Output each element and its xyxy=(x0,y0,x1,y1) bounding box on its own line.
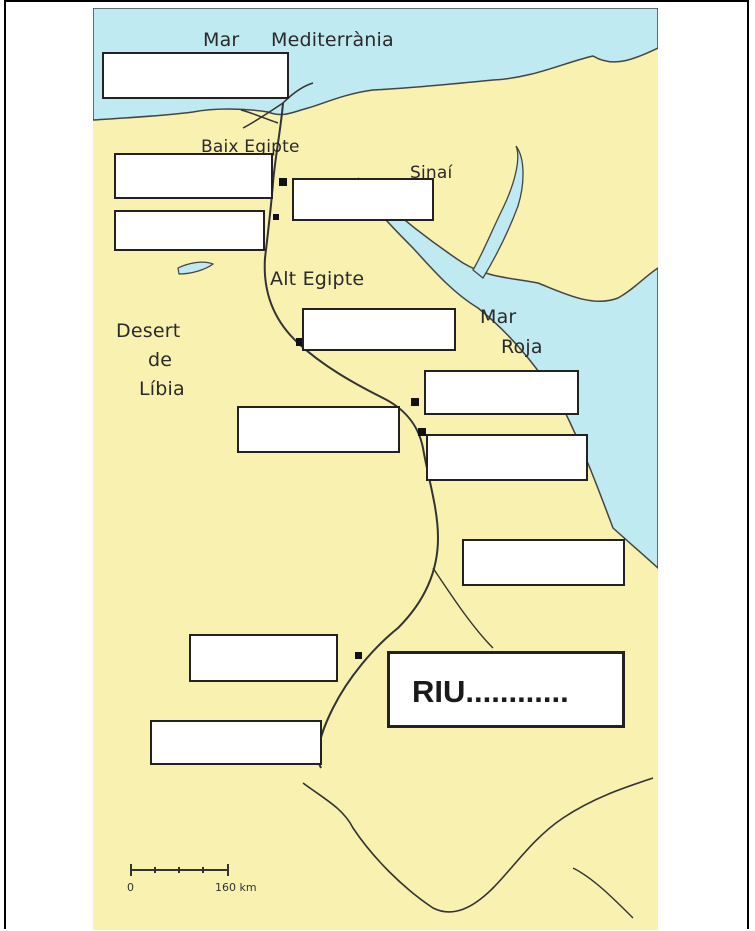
scale-zero-label: 0 xyxy=(127,881,134,894)
scale-bar xyxy=(130,864,229,876)
city-marker xyxy=(279,178,287,186)
label-sea-north-mar: Mar xyxy=(203,29,240,51)
answer-box-6[interactable] xyxy=(424,370,579,415)
city-marker xyxy=(273,214,279,220)
answer-box-2[interactable] xyxy=(114,153,273,199)
label-sea-north-mediterrania: Mediterrània xyxy=(271,29,394,51)
southern-border xyxy=(302,777,654,913)
nile-delta xyxy=(240,82,314,129)
city-marker xyxy=(296,338,304,346)
scale-distance-label: 160 km xyxy=(215,881,257,894)
answer-box-7[interactable] xyxy=(237,406,400,453)
label-desert-2: de xyxy=(148,349,173,371)
lake xyxy=(177,261,215,275)
answer-box-10[interactable] xyxy=(189,634,338,682)
answer-box-1[interactable] xyxy=(102,52,289,99)
answer-box-5[interactable] xyxy=(302,308,456,351)
answer-box-9[interactable] xyxy=(462,539,625,586)
page-frame xyxy=(4,0,749,929)
answer-box-11[interactable] xyxy=(150,720,322,765)
river-answer-box[interactable]: RIU............ xyxy=(387,651,625,728)
answer-box-8[interactable] xyxy=(426,434,588,481)
label-desert-3: Líbia xyxy=(139,378,185,400)
gulf-of-aqaba xyxy=(472,145,524,279)
label-upper-egypt: Alt Egipte xyxy=(270,268,365,290)
label-red-sea-1: Mar xyxy=(480,306,517,328)
city-marker xyxy=(418,428,426,436)
label-desert-1: Desert xyxy=(116,320,181,342)
label-lower-egypt: Baix Egipte xyxy=(201,137,300,157)
city-marker xyxy=(411,398,419,406)
nile-river xyxy=(263,102,440,769)
region-border xyxy=(432,567,634,919)
answer-box-3[interactable] xyxy=(114,210,265,251)
answer-box-4[interactable] xyxy=(292,178,434,221)
city-marker xyxy=(355,652,362,659)
label-red-sea-2: Roja xyxy=(501,336,543,358)
